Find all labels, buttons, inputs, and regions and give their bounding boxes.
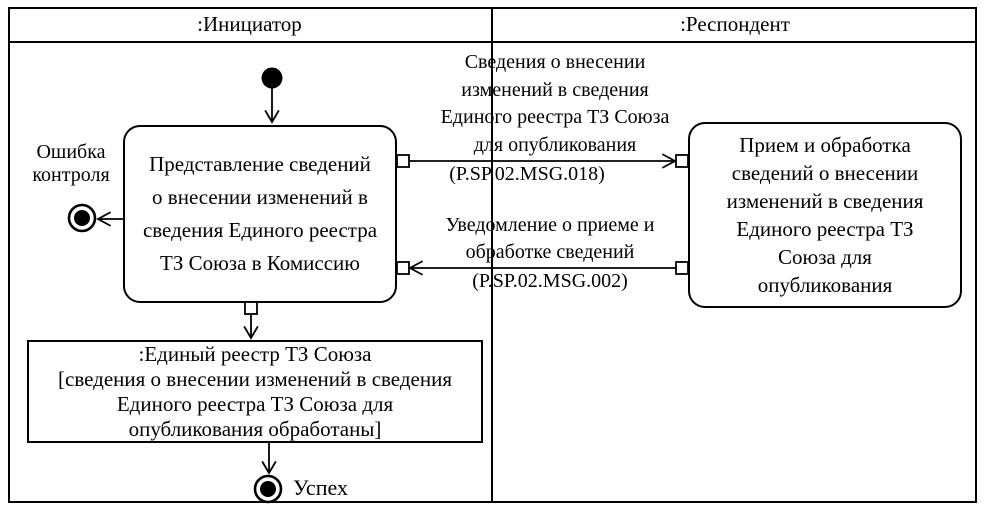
message-request-id: (P.SP.02.MSG.018) [449,163,605,185]
lane-divider [491,7,493,503]
message-response-line: Уведомление о приеме и [445,214,655,236]
message-request-line: Единого реестра ТЗ Союза [440,106,670,128]
activity-text-line: Единого реестра ТЗ [736,217,914,241]
object-node-registry: :Единый реестр ТЗ Союза [сведения о внес… [27,340,483,443]
message-request-label: Сведения о внесении изменений в сведения… [405,49,705,159]
activity-submit-changes: Представление сведений о внесении измене… [123,125,397,303]
lane-header-initiator: :Инициатор [197,11,302,36]
message-request-line: Сведения о внесении [464,51,646,73]
activity-text-line: опубликования [757,273,893,297]
activity-receive-process: Прием и обработка сведений о внесении из… [688,122,962,308]
message-response-label: Уведомление о приеме и обработке сведени… [405,212,695,266]
activity-text-line: Представление сведений [149,152,371,176]
error-label-line: контроля [32,164,110,186]
object-node-text-line: опубликования обработаны] [128,416,382,441]
message-response-line: обработке сведений [465,241,635,263]
object-node-text-line: :Единый реестр ТЗ Союза [138,341,372,366]
activity-text-line: изменений в сведения [726,189,924,213]
lane-header-respondent: :Респондент [680,11,790,36]
activity-text-line: сведения Единого реестра [142,218,378,242]
activity-text-line: Прием и обработка [739,133,911,157]
message-response-id: (P.SP.02.MSG.002) [472,270,628,292]
object-node-text-line: [сведения о внесении изменений в сведени… [58,366,452,391]
error-label-line: Ошибка [36,141,106,163]
message-request-line: для опубликования [473,133,637,156]
activity-text-line: ТЗ Союза в Комиссию [160,251,360,275]
message-request-line: изменений в сведения [461,78,649,101]
activity-text-line: о внесении изменений в [152,185,368,209]
object-node-text-line: Единого реестра ТЗ Союза для [116,391,394,416]
activity-text-line: Союза для [778,245,872,269]
error-control-label: Ошибка контроля [10,141,132,187]
activity-text-line: сведений о внесении [731,161,919,185]
success-label: Успех [293,475,348,500]
